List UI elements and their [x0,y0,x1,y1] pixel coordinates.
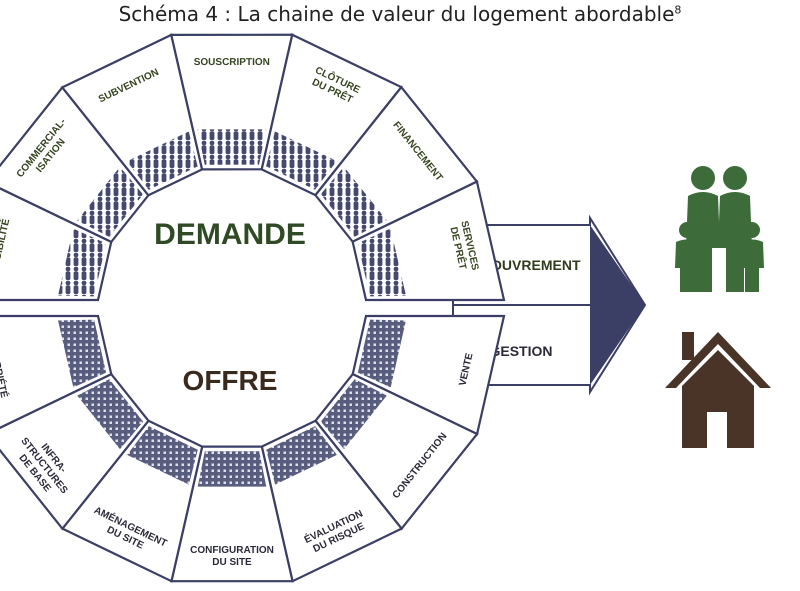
supply-segment: CONSTRUCTION [314,372,479,531]
supply-segment: PROPRIÉTÉ [0,314,113,429]
crowd-illustration [77,166,144,237]
process-arrow: RECOUVREMENT GESTION [452,214,647,396]
supply-segment: AMÉNAGEMENTDU SITE [60,419,204,583]
title-text: Schéma 4 : La chaine de valeur du logeme… [118,2,675,26]
arrow-head [590,225,645,385]
diagram-title: Schéma 4 : La chaine de valeur du logeme… [0,2,800,26]
supply-segment-label-line: DU SITE [212,557,252,568]
title-footnote: 8 [674,3,682,17]
demand-segment-label: SOUSCRIPTION [194,57,270,68]
buildings-illustration [320,379,387,450]
house-icon [665,332,771,448]
demand-segment-label-line: SOUSCRIPTION [194,57,270,68]
demand-segment: SUBVENTION [60,33,204,197]
crowd-illustration [197,129,267,165]
buildings-illustration [58,319,107,388]
buildings-illustration [266,426,337,485]
crowd-illustration [357,228,406,297]
ring-segments: ELIGIBILITÉCOMMERCIAL-ISATIONSUBVENTIONS… [0,33,506,583]
crowd-illustration [320,166,387,237]
demand-segment: SOUSCRIPTION [169,33,294,171]
crowd-illustration [58,228,107,297]
buildings-illustration [357,319,406,388]
arrow-label-gestion: GESTION [489,343,552,359]
demand-segment: SERVICESDE PRÊT [351,180,506,302]
crowd-illustration [266,131,337,190]
family-icon [675,166,764,292]
crowd-illustration [127,131,198,190]
center-label-demande: DEMANDE [154,218,306,251]
buildings-illustration [77,379,144,450]
buildings-illustration [127,426,198,485]
center-label-offre: OFFRE [183,365,278,396]
buildings-illustration [197,451,267,487]
supply-segment-label-line: CONFIGURATION [190,545,274,556]
